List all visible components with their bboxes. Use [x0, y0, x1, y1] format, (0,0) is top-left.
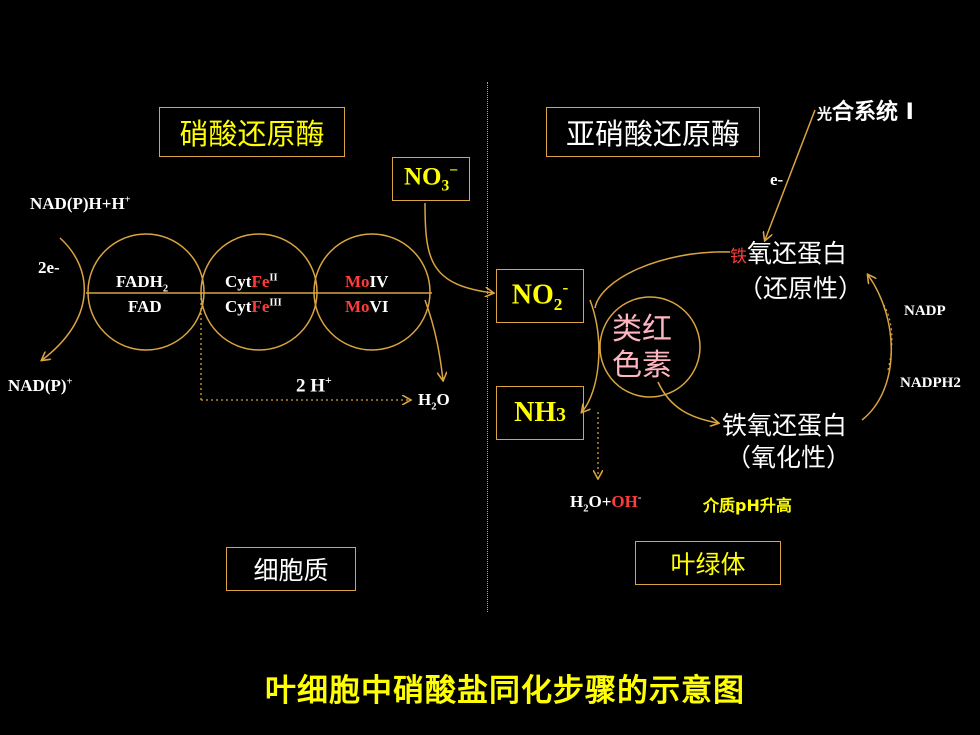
mo-top-label: MoIV	[345, 272, 389, 291]
arrow-icon	[765, 109, 816, 240]
photosystem-label: 光合系统 I	[817, 100, 914, 125]
nadph-dotted-arc	[883, 304, 893, 371]
nitrate-reductase-box: 硝酸还原酶	[159, 107, 345, 157]
ferredoxin-oxidized-label: 铁氧还蛋白 （氧化性）	[722, 411, 852, 472]
arrow-icon	[582, 299, 600, 412]
no2-box: NO2-	[496, 269, 584, 323]
chloroplast-box: 叶绿体	[635, 541, 781, 585]
fad-top-label: FADH2	[116, 272, 169, 295]
fad-circle	[87, 233, 205, 351]
mo-bottom-label: MoVI	[345, 297, 389, 316]
ferredoxin-reduced-label: 铁氧还蛋白 （还原性）	[730, 239, 864, 303]
compartment-divider	[487, 82, 488, 612]
nadph-h-label: NAD(P)H+H+	[30, 194, 131, 213]
no3-label: NO3−	[403, 162, 459, 195]
cytoplasm-label: 细胞质	[253, 556, 329, 585]
nitrite-reductase-label: 亚硝酸还原酶	[565, 117, 740, 151]
nh3-box: NH3	[496, 386, 584, 440]
cyt-circle	[200, 233, 318, 351]
carotenoid-label: 类红 色素	[612, 312, 672, 383]
two-electron-label: 2e-	[38, 258, 60, 277]
arrow-icon	[42, 237, 86, 360]
water-hydroxide-label: H2O+OH-	[570, 492, 642, 515]
diagram-caption: 叶细胞中硝酸盐同化步骤的示意图	[265, 673, 745, 709]
cytoplasm-box: 细胞质	[226, 547, 356, 591]
nadph2-label: NADPH2	[900, 375, 961, 391]
arrow-icon	[424, 299, 443, 380]
water-label: H2O	[418, 390, 450, 413]
fad-bottom-label: FAD	[128, 297, 162, 316]
ph-note-label: 介质pH升高	[703, 496, 792, 515]
nh3-label: NH3	[514, 397, 566, 428]
mo-circle	[313, 233, 431, 351]
two-proton-label: 2 H+	[296, 374, 332, 397]
cyt-top-label: CytFeII	[225, 272, 278, 291]
arrow-icon	[657, 381, 718, 423]
nadp-label: NADP	[904, 303, 946, 319]
e-minus-label: e-	[770, 170, 784, 189]
no3-box: NO3−	[392, 157, 470, 201]
no2-label: NO2-	[511, 277, 569, 314]
arrow-icon	[861, 275, 892, 421]
arrow-icon	[594, 251, 731, 309]
carotenoid-circle	[599, 296, 701, 398]
nitrite-reductase-box: 亚硝酸还原酶	[546, 107, 760, 157]
nitrate-reductase-label: 硝酸还原酶	[179, 117, 325, 151]
chloroplast-label: 叶绿体	[670, 550, 746, 579]
arrow-icon	[424, 202, 493, 293]
nadp-plus-label: NAD(P)+	[8, 376, 73, 395]
cyt-bottom-label: CytFeIII	[225, 297, 282, 316]
